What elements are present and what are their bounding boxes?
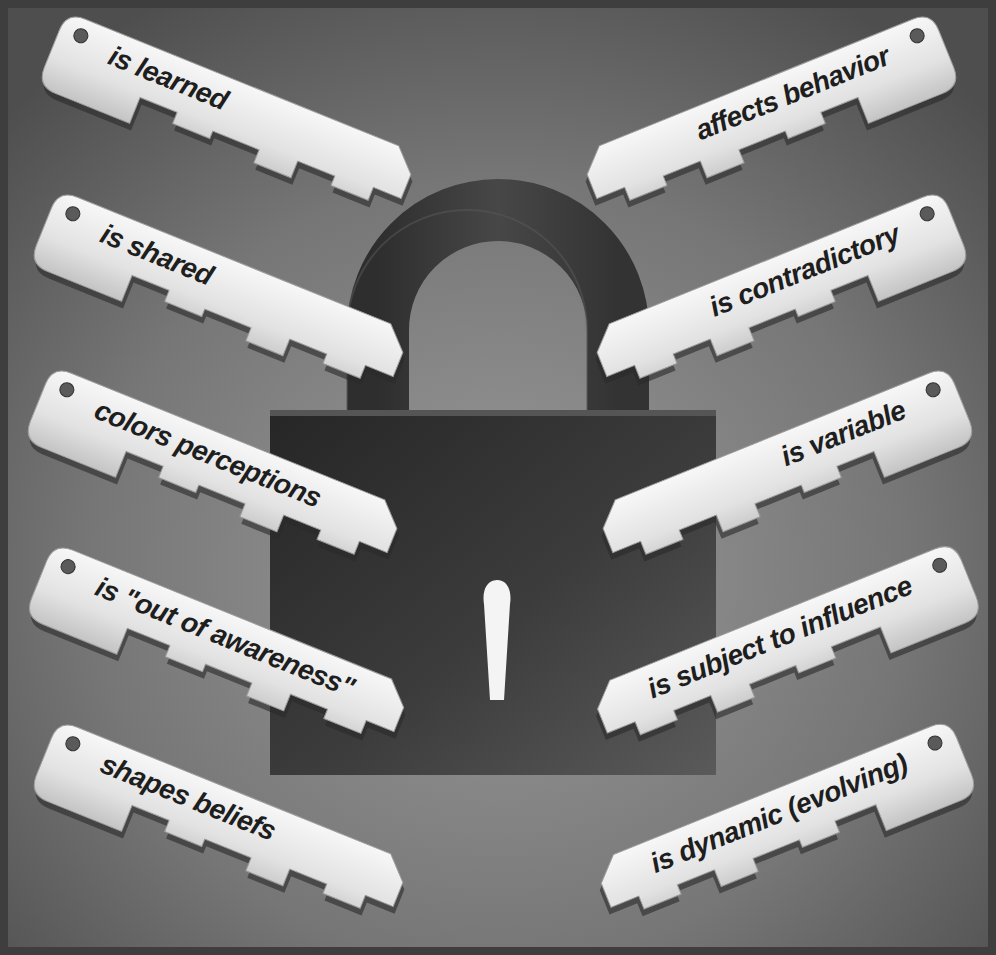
key-body xyxy=(589,190,971,407)
key-graphic xyxy=(575,12,963,236)
key-body xyxy=(37,12,419,229)
padlock-shackle xyxy=(378,210,618,425)
key-body xyxy=(23,366,405,583)
key-hole xyxy=(64,735,82,753)
background xyxy=(8,8,988,947)
key-hole xyxy=(924,381,942,399)
key-body xyxy=(24,543,412,762)
key-hole xyxy=(918,205,936,223)
key-hole xyxy=(64,205,82,223)
key-hole xyxy=(59,558,77,576)
body-edge xyxy=(270,410,716,416)
key-body xyxy=(593,719,979,937)
key-hole xyxy=(930,556,948,574)
key-hole xyxy=(72,27,90,45)
key-graphic xyxy=(589,719,981,944)
key-body xyxy=(29,190,411,407)
key-body xyxy=(29,720,411,937)
key-body xyxy=(579,12,961,229)
shackle-edge xyxy=(347,210,587,425)
key-hole xyxy=(926,734,944,752)
key-hole xyxy=(908,27,926,45)
keyhole xyxy=(484,580,511,700)
key-hole xyxy=(58,381,76,399)
key-body xyxy=(595,366,977,583)
key-graphic xyxy=(35,12,423,236)
key-graphic xyxy=(27,720,415,944)
